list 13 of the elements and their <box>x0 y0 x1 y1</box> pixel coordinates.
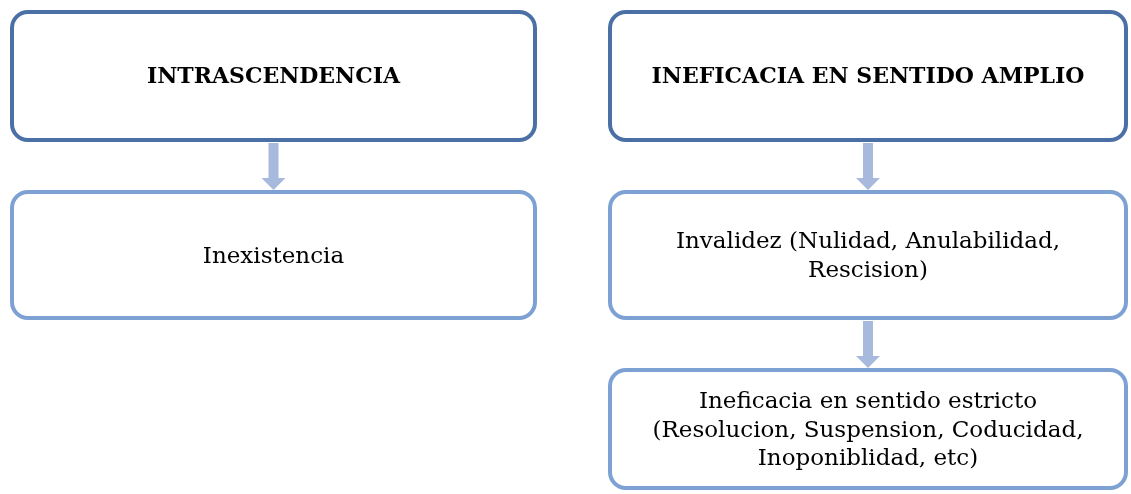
box-text: Inexistencia <box>202 240 345 270</box>
heading-box <box>608 10 1128 142</box>
box-text: Ineficacia en sentido estricto (Resolucion, Suspension, Coducidad, Inoponiblidad, etc) <box>651 385 1085 473</box>
heading-text: INEFICACIA EN SENTIDO AMPLIO <box>651 62 1085 90</box>
box-text: Invalidez (Nulidad, Anulabilidad, Rescision) <box>674 226 1062 284</box>
process-box <box>608 368 1128 490</box>
process-box <box>10 190 537 320</box>
down-arrow <box>261 143 286 190</box>
down-arrow <box>856 143 880 190</box>
down-arrow <box>856 321 880 368</box>
heading-text: INTRASCENDENCIA <box>146 62 401 90</box>
heading-box <box>10 10 537 142</box>
process-box <box>608 190 1128 320</box>
